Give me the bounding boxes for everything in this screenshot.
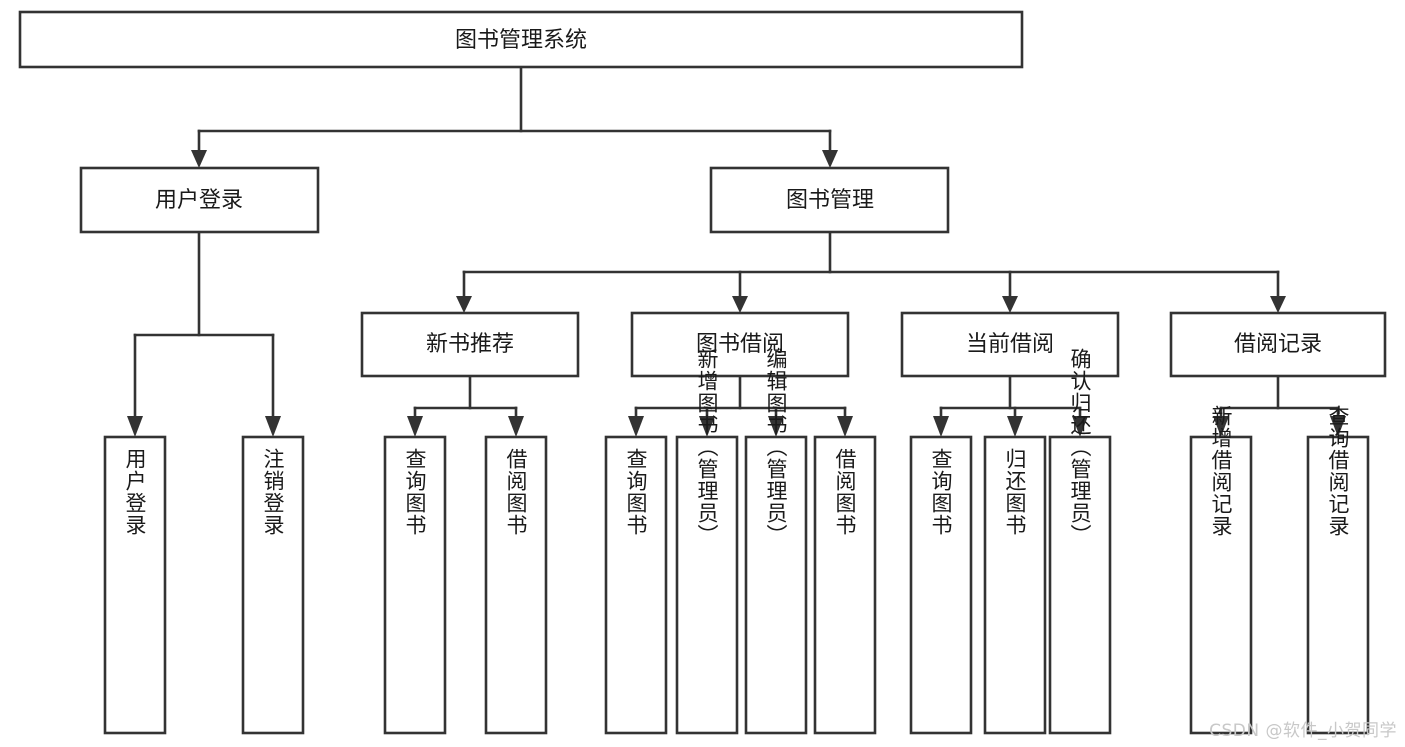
arrow-head-leaf-return-book: [1007, 416, 1023, 437]
node-leaf-query-book-2[interactable]: 查询图书: [604, 435, 668, 735]
node-leaf-query-book-3[interactable]: 查询图书: [909, 435, 973, 735]
arrow-head-leaf-add-record: [1213, 416, 1229, 437]
node-book-manage-box[interactable]: [709, 166, 950, 234]
node-root-label: 图书管理系统: [455, 28, 587, 53]
node-leaf-return-book[interactable]: 归还图书: [983, 435, 1047, 735]
node-new-book-rec-label: 新书推荐: [426, 332, 514, 357]
node-leaf-confirm-return[interactable]: 确认归还（管理员）: [1048, 348, 1112, 735]
arrow-head-leaf-borrow-book-1: [508, 416, 524, 437]
node-borrow-record-box[interactable]: [1169, 311, 1387, 378]
node-leaf-query-record[interactable]: 查询借阅记录: [1306, 405, 1370, 735]
arrow-head-leaf-query-book-3: [933, 416, 949, 437]
node-leaf-borrow-book-1-box[interactable]: [484, 435, 548, 735]
node-current-borrow-label: 当前借阅: [966, 332, 1054, 357]
node-user-login-box[interactable]: [79, 166, 320, 234]
node-leaf-query-book-1-box[interactable]: [383, 435, 447, 735]
arrow-head-leaf-query-book-1: [407, 416, 423, 437]
node-leaf-return-book-box[interactable]: [983, 435, 1047, 735]
node-leaf-query-record-box[interactable]: [1306, 435, 1370, 735]
node-book-borrow-box[interactable]: [630, 311, 850, 378]
node-book-manage-label: 图书管理: [786, 188, 874, 213]
node-book-borrow[interactable]: 图书借阅: [630, 311, 850, 378]
node-leaf-query-record-label: 查询借阅记录: [1326, 405, 1350, 537]
arrow-head-new-book-rec: [456, 296, 472, 313]
node-root[interactable]: 图书管理系统: [18, 10, 1024, 69]
node-current-borrow[interactable]: 当前借阅: [900, 311, 1120, 378]
arrow-head-current-borrow: [1002, 296, 1018, 313]
node-new-book-rec-box[interactable]: [360, 311, 580, 378]
node-leaf-return-book-label: 归还图书: [1003, 448, 1027, 536]
node-layer: 图书管理系统 用户登录 图书管理 新书推荐 图书借阅 当前: [18, 10, 1387, 735]
node-leaf-add-book[interactable]: 新增图书（管理员）: [675, 348, 739, 735]
node-leaf-query-book-3-label: 查询图书: [929, 448, 953, 536]
arrow-head-leaf-borrow-book-2: [837, 416, 853, 437]
csdn-watermark: CSDN @软件_小贺同学: [1209, 721, 1397, 741]
node-user-login-label: 用户登录: [155, 188, 243, 213]
node-leaf-add-book-label: 新增图书（管理员）: [695, 348, 719, 546]
arrow-head-leaf-query-book-2: [628, 416, 644, 437]
node-book-borrow-label: 图书借阅: [696, 332, 784, 357]
node-leaf-add-record-label: 新增借阅记录: [1209, 405, 1233, 537]
node-leaf-user-login-label: 用户登录: [123, 448, 147, 536]
node-leaf-query-book-3-box[interactable]: [909, 435, 973, 735]
node-leaf-add-record[interactable]: 新增借阅记录: [1189, 405, 1253, 735]
arrow-head-leaf-query-record: [1330, 416, 1346, 437]
node-leaf-confirm-return-label: 确认归还（管理员）: [1068, 348, 1092, 546]
arrow-head-leaf-logout: [265, 416, 281, 437]
node-leaf-add-book-box[interactable]: [675, 435, 739, 735]
node-leaf-add-record-box[interactable]: [1189, 435, 1253, 735]
node-borrow-record[interactable]: 借阅记录: [1169, 311, 1387, 378]
node-leaf-borrow-book-1-label: 借阅图书: [504, 448, 528, 536]
node-leaf-borrow-book-2[interactable]: 借阅图书: [813, 435, 877, 735]
arrow-head-leaf-confirm-return: [1072, 416, 1088, 437]
node-leaf-query-book-1-label: 查询图书: [403, 448, 427, 536]
node-leaf-logout[interactable]: 注销登录: [241, 435, 305, 735]
node-leaf-query-book-2-box[interactable]: [604, 435, 668, 735]
node-current-borrow-box[interactable]: [900, 311, 1120, 378]
arrow-head-user-login: [191, 150, 207, 168]
node-leaf-logout-label: 注销登录: [261, 448, 285, 536]
arrow-head-book-borrow: [732, 296, 748, 313]
node-user-login[interactable]: 用户登录: [79, 166, 320, 234]
node-leaf-logout-box[interactable]: [241, 435, 305, 735]
node-leaf-query-book-2-label: 查询图书: [624, 448, 648, 536]
node-leaf-user-login-box[interactable]: [103, 435, 167, 735]
node-leaf-borrow-book-2-box[interactable]: [813, 435, 877, 735]
node-book-manage[interactable]: 图书管理: [709, 166, 950, 234]
node-leaf-edit-book[interactable]: 编辑图书（管理员）: [744, 348, 808, 735]
arrow-head-borrow-record: [1270, 296, 1286, 313]
arrow-head-book-manage: [822, 150, 838, 168]
node-leaf-confirm-return-box[interactable]: [1048, 435, 1112, 735]
node-root-box[interactable]: [18, 10, 1024, 69]
node-leaf-user-login[interactable]: 用户登录: [103, 435, 167, 735]
arrow-head-leaf-user-login: [127, 416, 143, 437]
node-leaf-query-book-1[interactable]: 查询图书: [383, 435, 447, 735]
node-leaf-edit-book-box[interactable]: [744, 435, 808, 735]
node-leaf-borrow-book-1[interactable]: 借阅图书: [484, 435, 548, 735]
node-new-book-rec[interactable]: 新书推荐: [360, 311, 580, 378]
arrow-head-leaf-add-book: [699, 416, 715, 437]
node-leaf-edit-book-label: 编辑图书（管理员）: [764, 348, 788, 546]
arrow-head-leaf-edit-book: [768, 416, 784, 437]
edge-layer: [127, 65, 1346, 437]
node-leaf-borrow-book-2-label: 借阅图书: [833, 448, 857, 536]
node-borrow-record-label: 借阅记录: [1234, 332, 1322, 357]
